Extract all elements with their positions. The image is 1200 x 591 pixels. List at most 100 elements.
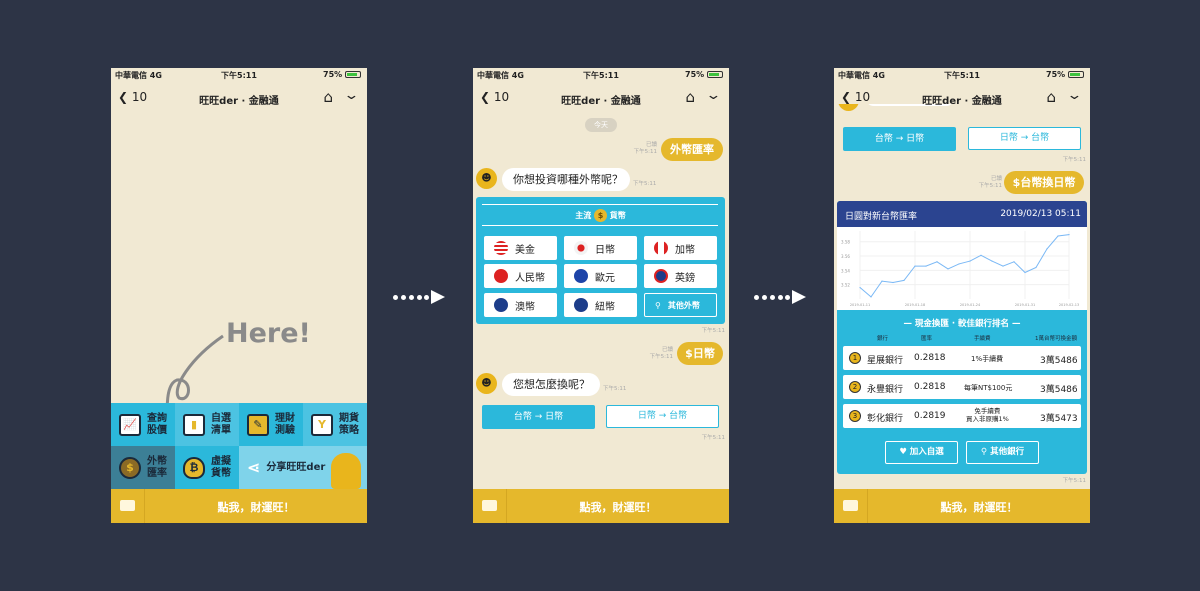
uk-flag-icon [654,269,668,283]
data-point [859,286,861,289]
battery-icon [707,71,723,78]
data-point [980,254,982,256]
back-button[interactable]: ❮ 10 [480,90,510,104]
data-point [892,281,894,284]
x-tick-label: 2019-02-13 [1059,303,1079,307]
data-point [1035,266,1037,269]
newzealand-flag-icon [574,298,588,312]
data-point [1002,265,1004,267]
bottom-bar: 點我，財運旺！ [473,489,729,523]
chevron-down-icon[interactable]: ⌄ [1066,88,1083,103]
nav-bar: ❮ 10 旺旺der · 金融通 ⌂ ⌄ [473,84,729,112]
data-point [1013,261,1015,263]
nav-bar: ❮ 10 旺旺der · 金融通 ⌂ ⌄ [834,84,1090,107]
twd-to-jpy-button[interactable]: 台幣 → 日幣 [843,127,956,151]
currency-cad[interactable]: 加幣 [644,236,717,260]
jpy-to-twd-button[interactable]: 日幣 → 台幣 [606,405,719,428]
keyboard-icon [120,500,135,511]
data-point [1068,233,1070,236]
y-tick-label: 3.54 [841,268,850,273]
user-message: $日幣 [677,342,723,365]
back-button[interactable]: ❮ 10 [841,90,871,104]
rank-badge: 1 [849,352,861,364]
rate-line [859,234,1070,298]
menu-fx-rate[interactable]: $外幣 匯率 [111,446,175,489]
currency-usd[interactable]: 美金 [484,236,557,260]
currency-nzd[interactable]: 紐幣 [564,293,637,317]
nav-bar: ❮ 10 旺旺der · 金融通 ⌂ ⌄ [111,84,367,112]
back-button[interactable]: ❮ 10 [118,90,148,104]
bot-message: 你想投資哪種外幣呢？ [502,168,630,191]
japan-flag-icon [574,241,588,255]
jpy-to-twd-button[interactable]: 日幣 → 台幣 [968,127,1081,150]
ranking-title: — 現金換匯 · 較佳銀行排名 — [903,319,1021,329]
battery-icon [1068,71,1084,78]
bot-message: 您想怎麼換呢？ [502,373,600,396]
other-banks-button[interactable]: ⚲ 其他銀行 [966,441,1039,464]
add-watchlist-button[interactable]: ♥ 加入自選 [885,441,958,464]
data-point [903,279,905,281]
currency-aud[interactable]: 澳幣 [484,293,557,317]
chevron-down-icon[interactable]: ⌄ [705,88,722,103]
hint-text: Here! [226,318,311,349]
x-tick-label: 2019-01-24 [960,303,981,307]
heart-icon: ♥ [899,447,907,457]
menu-finance-quiz[interactable]: ✎理財 測驗 [239,403,303,446]
keyboard-button[interactable] [834,489,868,523]
chat-title: 旺旺der · 金融通 [199,96,279,107]
y-tick-label: 3.52 [841,283,850,288]
data-point [1057,235,1059,237]
currency-cny[interactable]: 人民幣 [484,264,557,288]
chevron-down-icon[interactable]: ⌄ [343,88,360,103]
y-tick-label: 3.56 [841,254,850,259]
eu-flag-icon [574,269,588,283]
data-point [1046,248,1048,250]
search-icon: ⚲ [980,447,988,457]
home-icon[interactable]: ⌂ [1046,88,1056,106]
home-icon[interactable]: ⌂ [323,88,333,106]
home-icon[interactable]: ⌂ [685,88,695,106]
currency-jpy[interactable]: 日幣 [564,236,637,260]
china-flag-icon [494,269,508,283]
keyboard-icon [843,500,858,511]
flow-arrow [393,290,447,304]
menu-watchlist[interactable]: ▮自選 清單 [175,403,239,446]
share-icon: ⋖ [247,457,261,477]
bottom-menu-button[interactable]: 點我，財運旺！ [579,501,657,514]
chat-title: 旺旺der · 金融通 [561,96,641,107]
menu-stock-quote[interactable]: 📈查詢 股價 [111,403,175,446]
menu-crypto[interactable]: ₿虛擬 貨幣 [175,446,239,489]
bottom-menu-button[interactable]: 點我，財運旺！ [217,501,295,514]
x-tick-label: 2019-01-31 [1015,303,1035,307]
us-flag-icon [494,241,508,255]
bottom-menu-button[interactable]: 點我，財運旺！ [940,501,1018,514]
chat-title: 旺旺der · 金融通 [922,96,1002,107]
currency-gbp[interactable]: 英鎊 [644,264,717,288]
currency-panel: 主流 $ 貨幣 美金 日幣 加幣 人民幣 歐元 英鎊 澳幣 紐幣 ⚲其他外幣 [476,197,725,324]
user-message: 外幣匯率 [661,138,723,161]
keyboard-button[interactable] [473,489,507,523]
data-point [1024,271,1026,274]
rank-badge: 3 [849,410,861,422]
x-tick-label: 2019-01-11 [850,303,870,307]
bottom-bar: 點我，財運旺！ [111,489,367,523]
currency-eur[interactable]: 歐元 [564,264,637,288]
chart-icon: 📈 [119,413,141,436]
keyboard-button[interactable] [111,489,145,523]
keyboard-icon [482,500,497,511]
twd-to-jpy-button[interactable]: 台幣 → 日幣 [482,405,595,429]
data-point [925,265,927,267]
data-point [936,261,938,263]
other-currency-button[interactable]: ⚲其他外幣 [644,293,717,317]
